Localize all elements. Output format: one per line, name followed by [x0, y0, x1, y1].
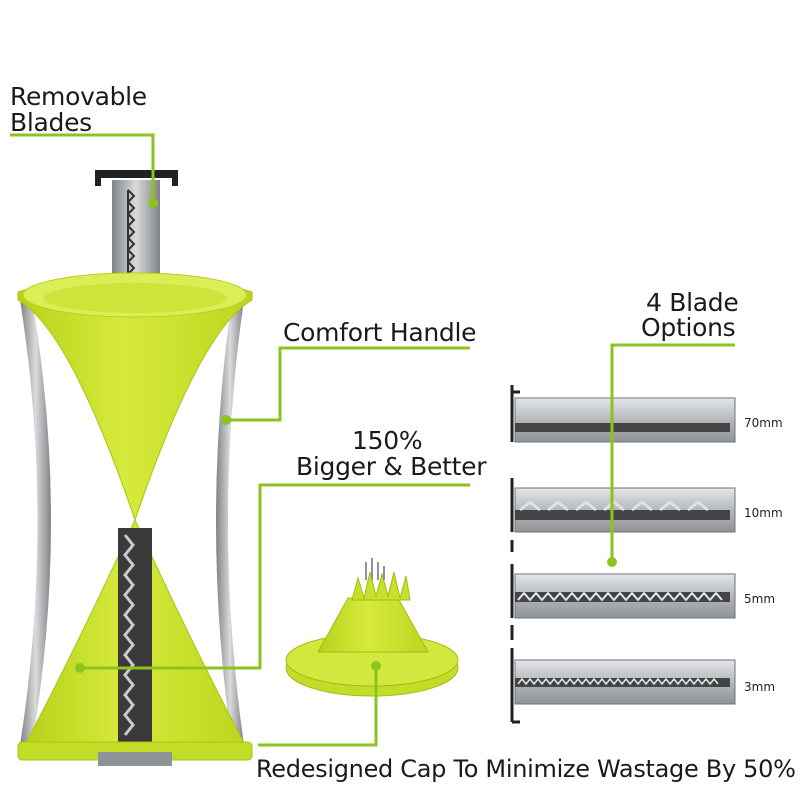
spiralizer-cap — [285, 558, 459, 697]
blade-size-5mm: 5mm — [744, 592, 776, 606]
blade-size-70mm: 70mm — [744, 416, 783, 430]
callout-line-removable-blades — [10, 133, 155, 200]
spiralizer-body — [17, 170, 253, 766]
blade-10mm — [510, 478, 736, 552]
blade-clip — [95, 170, 178, 186]
blade-options-label-line1: 4 Blade — [646, 288, 739, 317]
bigger-label-line1: 150% — [352, 426, 423, 455]
blade-options-label-line2: Options — [641, 313, 736, 342]
blade-size-3mm: 3mm — [744, 680, 776, 694]
callout-line-comfort-handle — [228, 346, 470, 422]
callout-line-cap — [258, 668, 378, 747]
removable-blades-label-line2: Blades — [10, 108, 92, 137]
blade-set — [510, 385, 736, 724]
left-handle-strip — [20, 300, 51, 745]
comfort-handle-label: Comfort Handle — [283, 318, 477, 347]
blade-70mm — [510, 385, 736, 443]
blade-5mm — [510, 564, 736, 640]
removable-blades-label-line1: Removable — [10, 82, 147, 111]
right-handle-strip — [216, 300, 244, 745]
callout-lines — [10, 133, 735, 747]
cap-label: Redesigned Cap To Minimize Wastage By 50… — [256, 755, 796, 783]
callout-line-blade-options — [610, 343, 735, 560]
blade-size-10mm: 10mm — [744, 506, 783, 520]
inner-blade-slot — [118, 528, 152, 748]
blade-3mm — [510, 648, 736, 724]
callout-line-bigger — [82, 483, 470, 670]
bigger-label-line2: Bigger & Better — [296, 452, 487, 481]
